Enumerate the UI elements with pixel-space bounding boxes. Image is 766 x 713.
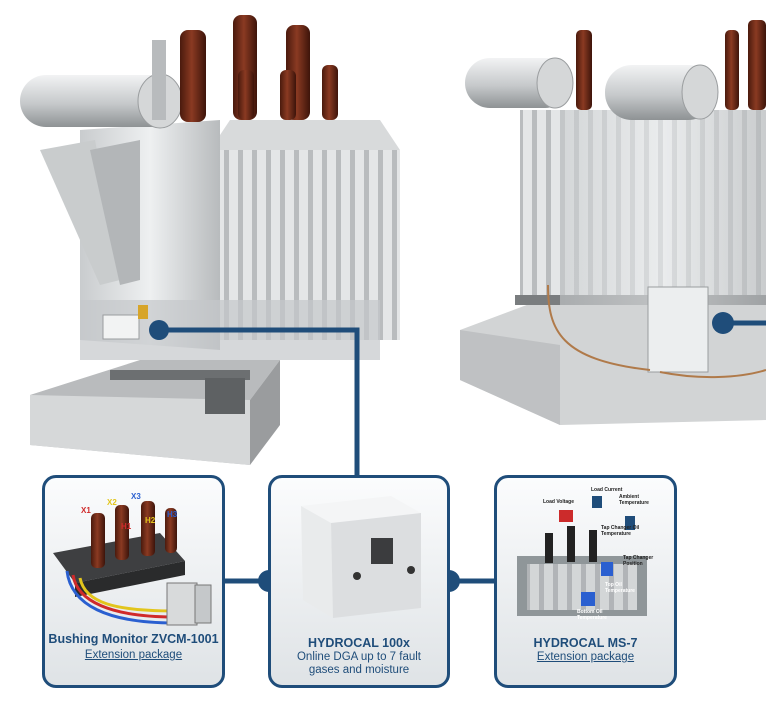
bushing-label-h2: H2 xyxy=(145,516,156,525)
ms7-load-current-label: Load Current xyxy=(591,487,623,493)
ms7-load-voltage-label: Load Voltage xyxy=(543,499,575,505)
left-transformer xyxy=(20,15,400,465)
connector-dot xyxy=(149,320,169,340)
right-transformers xyxy=(460,20,766,425)
ms7-ambient-temperature-label: Ambient Temperature xyxy=(619,494,649,506)
connector-dot xyxy=(712,312,734,334)
hydrocal-ms7-card[interactable]: Load Current Load Voltage Ambient Temper… xyxy=(494,475,677,688)
bushing-label-x3: X3 xyxy=(131,492,141,501)
hydrocal-ms7-title: HYDROCAL MS-7 xyxy=(533,636,638,650)
hv-bushings xyxy=(152,15,338,122)
hydrocal-100x-desc-line2: gases and moisture xyxy=(308,664,410,676)
ms7-top-oil-temperature-label: Top Oil Temperature xyxy=(605,582,635,594)
hydrocal-100x-title: HYDROCAL 100x xyxy=(308,636,410,650)
hydrocal-ms7-image xyxy=(517,496,647,616)
ms7-bottom-oil-temperature-label: Bottom Oil Temperature xyxy=(577,609,607,621)
hydrocal-100x-card[interactable]: HYDROCAL 100x Online DGA up to 7 fault g… xyxy=(268,475,450,688)
hydrocal-100x-image xyxy=(301,496,421,618)
bushing-monitor-title: Bushing Monitor ZVCM-1001 xyxy=(48,632,219,646)
bushing-monitor-image xyxy=(53,501,212,626)
bushing-monitor-card[interactable]: X1 X2 X3 H1 H2 H3 Bushing Monitor ZVCM-1… xyxy=(42,475,225,688)
bushing-label-h3: H3 xyxy=(167,510,178,519)
bushing-label-x2: X2 xyxy=(107,498,117,507)
bushing-extension-link[interactable]: Extension package xyxy=(84,649,183,661)
hydrocal-100x-desc-line1: Online DGA up to 7 fault xyxy=(296,651,422,663)
ms7-tap-changer-oil-temperature-label: Tap Changer Oil Temperature xyxy=(601,525,640,537)
bushing-label-x1: X1 xyxy=(81,506,91,515)
bushing-label-h1: H1 xyxy=(121,522,132,531)
ms7-tap-changer-position-label: Tap Changer Position xyxy=(623,555,654,567)
ms7-extension-link[interactable]: Extension package xyxy=(536,651,635,663)
